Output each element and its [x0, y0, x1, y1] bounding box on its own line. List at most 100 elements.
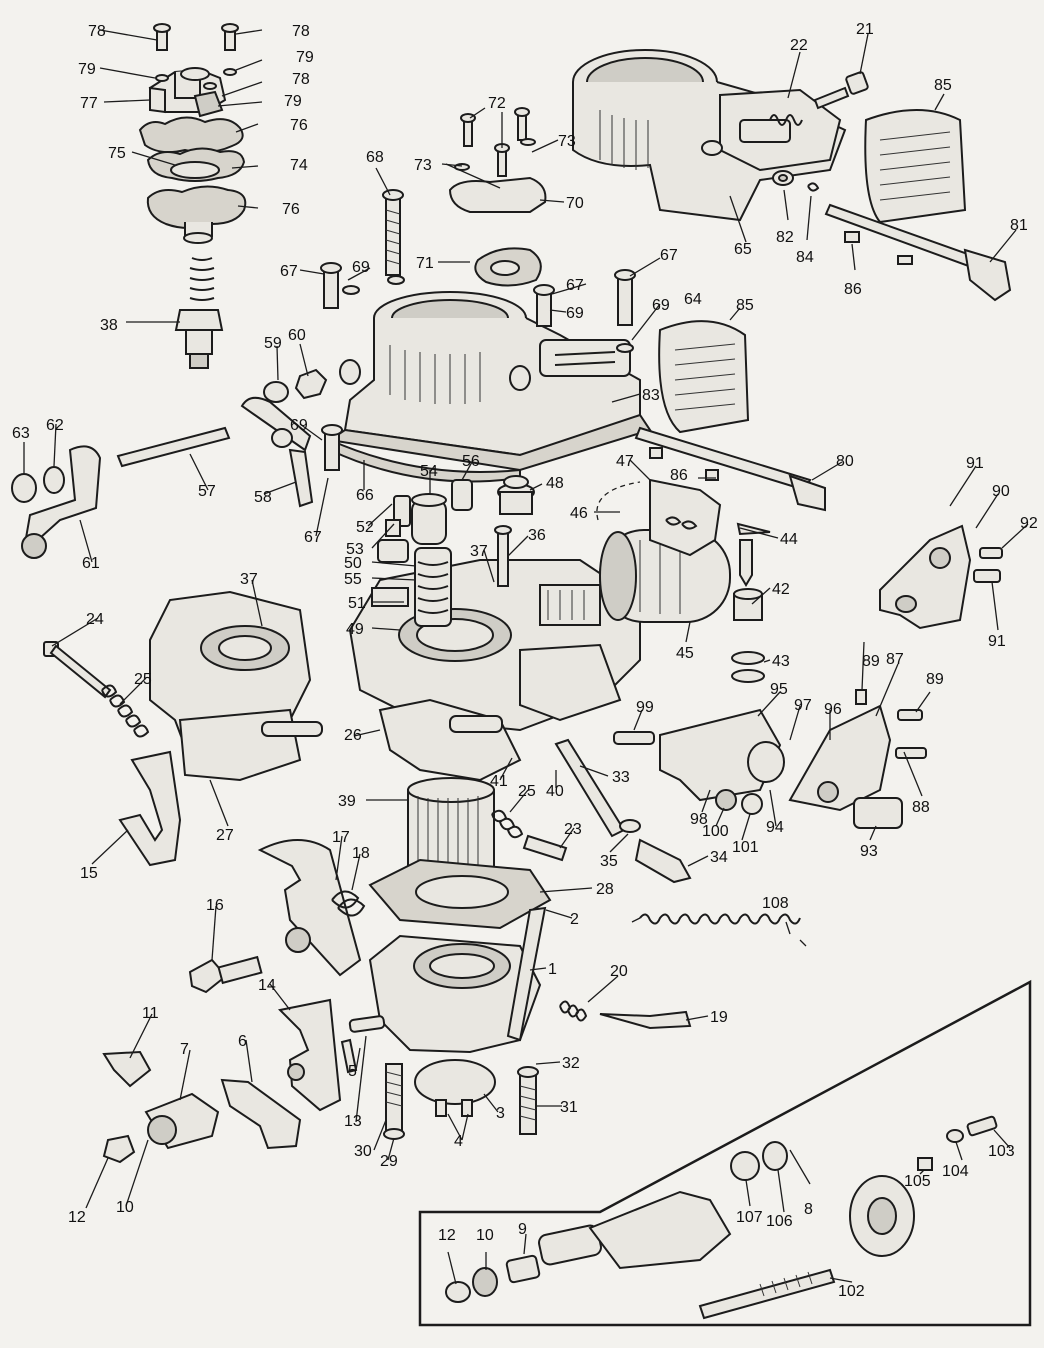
accelerator-pump-housing	[149, 590, 323, 782]
callout-89: 89	[926, 671, 944, 688]
callout-86: 86	[670, 467, 688, 484]
callout-98: 98	[690, 811, 708, 828]
part-29-30-31-32-screws	[383, 1063, 539, 1140]
callout-56: 56	[462, 453, 480, 470]
callout-4: 4	[454, 1133, 463, 1150]
callout-91: 91	[966, 455, 984, 472]
callout-78: 78	[292, 23, 310, 40]
callout-75: 75	[108, 145, 126, 162]
callout-13: 13	[344, 1113, 362, 1130]
part-6-7-10-11-12-linkage	[102, 1050, 302, 1164]
callout-60: 60	[288, 327, 306, 344]
part-23-25-screw-spring	[491, 809, 568, 862]
callout-83: 83	[642, 387, 660, 404]
callout-48: 48	[546, 475, 564, 492]
part-108-spring	[631, 913, 807, 947]
callout-89: 89	[862, 653, 880, 670]
callout-25: 25	[134, 671, 152, 688]
callout-65: 65	[734, 241, 752, 258]
callout-8: 8	[804, 1201, 813, 1218]
callout-53: 53	[346, 541, 364, 558]
callout-104: 104	[942, 1163, 969, 1180]
callout-12: 12	[438, 1227, 456, 1244]
callout-24: 24	[86, 611, 104, 628]
callout-46: 46	[570, 505, 588, 522]
callout-37: 37	[470, 543, 488, 560]
callout-30: 30	[354, 1143, 372, 1160]
callout-71: 71	[416, 255, 434, 272]
callout-23: 23	[564, 821, 582, 838]
part-21-22-screw-spring	[769, 71, 869, 126]
callout-54: 54	[420, 463, 438, 480]
callout-69: 69	[652, 297, 670, 314]
callout-69: 69	[566, 305, 584, 322]
callout-76: 76	[290, 117, 308, 134]
callout-22: 22	[790, 37, 808, 54]
callout-92: 92	[1020, 515, 1038, 532]
air-horn-top-cover	[572, 49, 847, 222]
callout-27: 27	[216, 827, 234, 844]
callout-62: 62	[46, 417, 64, 434]
callout-103: 103	[988, 1143, 1015, 1160]
part-48-plug	[503, 475, 529, 489]
callout-10: 10	[476, 1227, 494, 1244]
callout-11: 11	[142, 1005, 159, 1022]
callout-36: 36	[528, 527, 546, 544]
part-3-4-throttle-plate	[414, 1059, 496, 1117]
callout-6: 6	[238, 1033, 247, 1050]
callout-28: 28	[596, 881, 614, 898]
part-85-lower-plate	[658, 320, 750, 434]
callout-82: 82	[776, 229, 794, 246]
callout-93: 93	[860, 843, 878, 860]
callout-41: 41	[490, 773, 508, 790]
callout-12: 12	[68, 1209, 86, 1226]
callout-64: 64	[684, 291, 702, 308]
callout-85: 85	[934, 77, 952, 94]
callout-68: 68	[366, 149, 384, 166]
callout-78: 78	[292, 71, 310, 88]
part-66-gasket	[327, 413, 652, 483]
callout-96: 96	[824, 701, 842, 718]
callout-39: 39	[338, 793, 356, 810]
callout-95: 95	[770, 681, 788, 698]
part-71-gasket	[474, 247, 542, 287]
callout-35: 35	[600, 853, 618, 870]
callout-3: 3	[496, 1105, 505, 1122]
callout-52: 52	[356, 519, 374, 536]
callout-70: 70	[566, 195, 584, 212]
part-68-long-screw	[382, 189, 405, 285]
callout-15: 15	[80, 865, 98, 882]
callout-37: 37	[240, 571, 258, 588]
inset-detail-frame	[418, 979, 1032, 1327]
callout-33: 33	[612, 769, 630, 786]
part-42-44-needle-valve	[731, 522, 771, 683]
callout-20: 20	[610, 963, 628, 980]
callout-86: 86	[844, 281, 862, 298]
part-85-upper-plate	[864, 109, 967, 224]
callout-72: 72	[488, 95, 506, 112]
callout-66: 66	[356, 487, 374, 504]
part-45-float	[596, 478, 731, 623]
callout-94: 94	[766, 819, 784, 836]
screws-67-69	[320, 262, 636, 471]
callout-42: 42	[772, 581, 790, 598]
callout-108: 108	[762, 895, 789, 912]
callout-51: 51	[348, 595, 366, 612]
part-94-98-bracket	[659, 708, 785, 815]
part-61-62-63-linkage	[11, 445, 102, 559]
callout-57: 57	[198, 483, 216, 500]
callout-67: 67	[566, 277, 584, 294]
part-57-rod	[116, 426, 231, 468]
callout-77: 77	[80, 95, 98, 112]
callout-63: 63	[12, 425, 30, 442]
part-15-lever	[118, 750, 182, 867]
callout-76: 76	[282, 201, 300, 218]
inset-assembly	[445, 1115, 998, 1320]
part-99-screw	[613, 731, 655, 745]
callout-99: 99	[636, 699, 654, 716]
part-58-59-60-lever	[240, 368, 328, 508]
callout-49: 49	[346, 621, 364, 638]
callout-58: 58	[254, 489, 272, 506]
callout-40: 40	[546, 783, 564, 800]
